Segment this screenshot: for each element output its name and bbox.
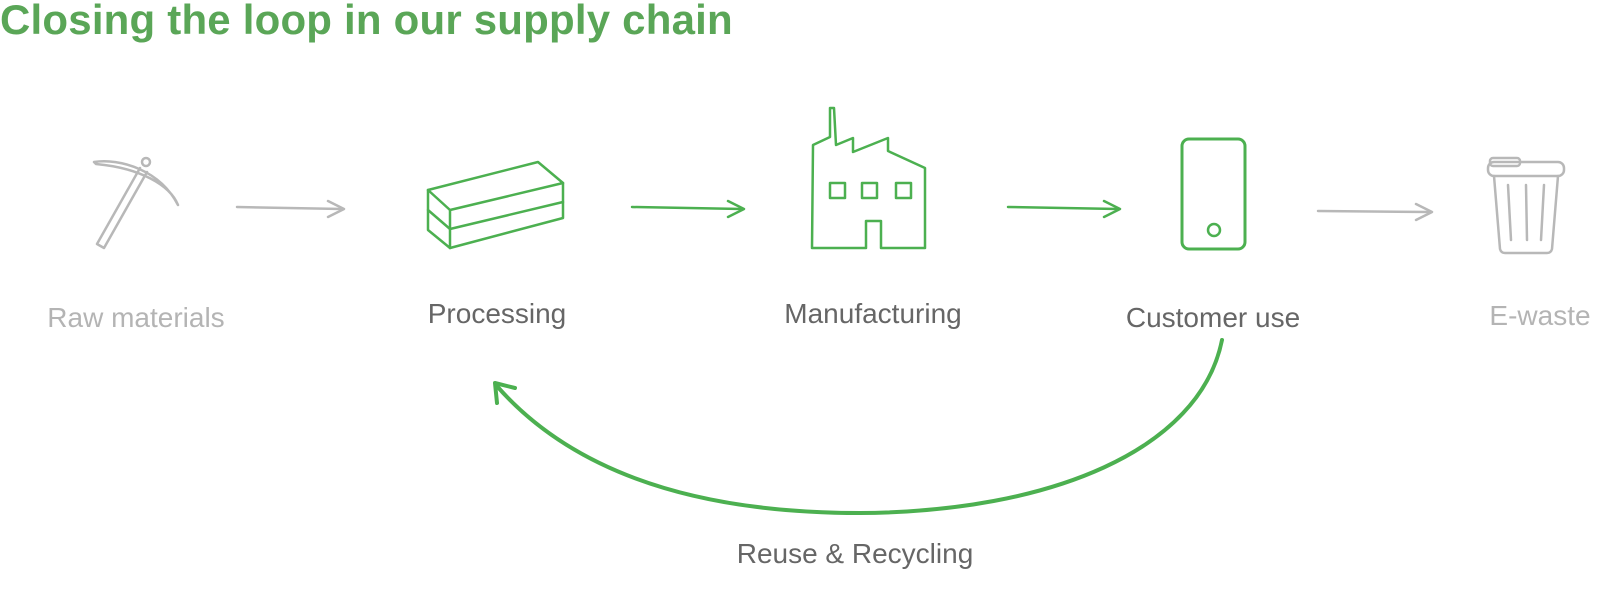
stage-label-e-waste: E-waste [1489,300,1591,331]
arrow-raw-to-processing [235,199,346,219]
pickaxe-icon [92,156,180,250]
recycle-loop-arrow [493,338,1224,515]
stage-label-manufacturing: Manufacturing [784,298,962,329]
arrow-processing-to-manufacturing [630,199,746,219]
page-title: Closing the loop in our supply chain [0,0,733,43]
stage-label-raw-materials: Raw materials [47,302,225,333]
stage-label-customer-use: Customer use [1125,302,1301,333]
arrow-customer-to-ewaste [1316,202,1434,222]
smartphone-icon [1180,137,1247,251]
trash-can-icon [1486,156,1566,255]
arrow-manufacturing-to-customer [1006,199,1122,219]
factory-icon [810,106,927,250]
stage-label-processing: Processing [427,298,567,329]
bricks-icon [426,160,565,250]
loop-label-reuse-recycling: Reuse & Recycling [736,538,974,569]
